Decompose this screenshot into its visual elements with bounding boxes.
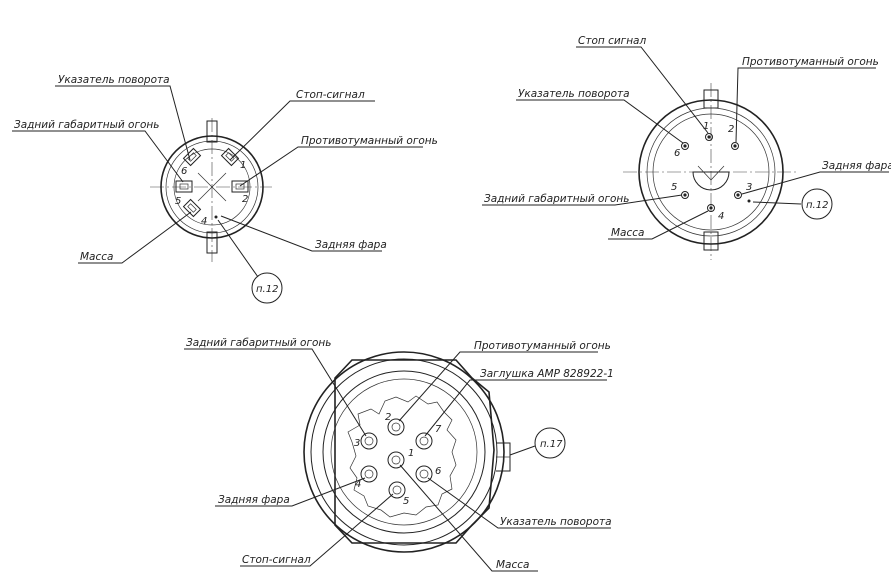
label-reverse-light: Задняя фара: [315, 239, 387, 251]
connector-b-pin-3: [734, 191, 742, 199]
connector-b-pin-4: [707, 204, 715, 212]
connector-b-pin-number: 1: [703, 121, 709, 132]
connector-a-pin-number: 1: [240, 160, 246, 171]
label-fog-light: Противотуманный огонь: [742, 56, 879, 68]
connector-b-pin-number: 6: [674, 148, 680, 159]
connector-c-pin-number: 3: [354, 438, 360, 449]
connector-b-pin-2: [731, 142, 739, 150]
connector-c-pin-3: [360, 432, 378, 450]
connector-a-pin-2: [231, 180, 249, 193]
connector-c-pin-1: [387, 451, 405, 469]
connector-c-pin-4: [360, 465, 378, 483]
label-tail-light: Задний габаритный огонь: [14, 119, 159, 131]
label-ground: Масса: [611, 227, 644, 239]
label-tail-light: Задний габаритный огонь: [186, 337, 331, 349]
connector-b-pin-5: [681, 191, 689, 199]
connector-a-pin-5: [175, 180, 193, 193]
connector-c: 2 3 7 1 4 6 5 Задний габаритный огонь Пр…: [184, 337, 614, 572]
connector-b-pin-number: 3: [746, 182, 752, 193]
label-reverse-light: Задняя фара: [822, 160, 891, 172]
connector-a-reference: п.12: [256, 284, 278, 295]
connector-c-pin-number: 5: [403, 496, 409, 507]
connector-a-outer-ring: [160, 135, 264, 239]
connector-c-pin-number: 4: [355, 479, 361, 490]
connector-b-pin-number: 4: [718, 211, 724, 222]
connector-a-pin-number: 5: [175, 196, 181, 207]
connector-a-reference-circle: [251, 272, 283, 304]
connector-c-pin-5: [388, 481, 406, 499]
connector-a: 6 1 5 2 4 Указатель поворота Задний габа…: [12, 74, 438, 304]
label-ground: Масса: [80, 251, 113, 263]
label-reverse-light: Задняя фара: [218, 494, 290, 506]
connector-b: 1 2 6 5 3 4 Стоп сигнал Противотуманный …: [482, 35, 891, 260]
connector-c-reference-circle: [534, 427, 566, 459]
connector-b-pin-number: 5: [671, 182, 677, 193]
connector-a-pin-4: [182, 198, 202, 218]
connector-b-reference-circle: [801, 188, 833, 220]
label-ground: Масса: [496, 559, 529, 571]
connector-a-pin-1: [220, 147, 240, 167]
connector-a-pin-6: [182, 147, 202, 167]
connector-a-pin-number: 6: [181, 166, 187, 177]
label-fog-light: Противотуманный огонь: [474, 340, 611, 352]
connector-c-pin-number: 1: [408, 448, 414, 459]
label-plug: Заглушка AMP 828922-1: [480, 368, 614, 380]
connector-a-pin-number: 2: [242, 194, 248, 205]
label-tail-light: Задний габаритный огонь: [484, 193, 629, 205]
label-turn-signal: Указатель поворота: [518, 88, 630, 100]
connector-b-pin-1: [705, 133, 713, 141]
label-brake-light: Стоп сигнал: [578, 35, 646, 47]
connector-c-pin-6: [415, 465, 433, 483]
connector-c-pin-number: 7: [435, 424, 442, 435]
connector-c-outer-ring: [303, 351, 505, 553]
connector-c-pin-7: [415, 432, 433, 450]
connector-b-outer-ring: [638, 99, 784, 245]
label-turn-signal: Указатель поворота: [58, 74, 170, 86]
connector-c-reference: п.17: [540, 439, 563, 450]
connector-b-reference: п.12: [806, 200, 828, 211]
label-brake-light: Стоп-сигнал: [296, 89, 365, 101]
connector-c-pin-number: 6: [435, 466, 441, 477]
connector-a-pin-number: 4: [201, 216, 207, 227]
connector-b-pin-6: [681, 142, 689, 150]
label-brake-light: Стоп-сигнал: [242, 554, 311, 566]
connector-c-flange: [334, 359, 495, 544]
connector-c-pin-number: 2: [385, 412, 391, 423]
label-fog-light: Противотуманный огонь: [301, 135, 438, 147]
connector-b-pin-number: 2: [728, 124, 734, 135]
connector-c-pin-2: [387, 418, 405, 436]
label-turn-signal: Указатель поворота: [500, 516, 612, 528]
